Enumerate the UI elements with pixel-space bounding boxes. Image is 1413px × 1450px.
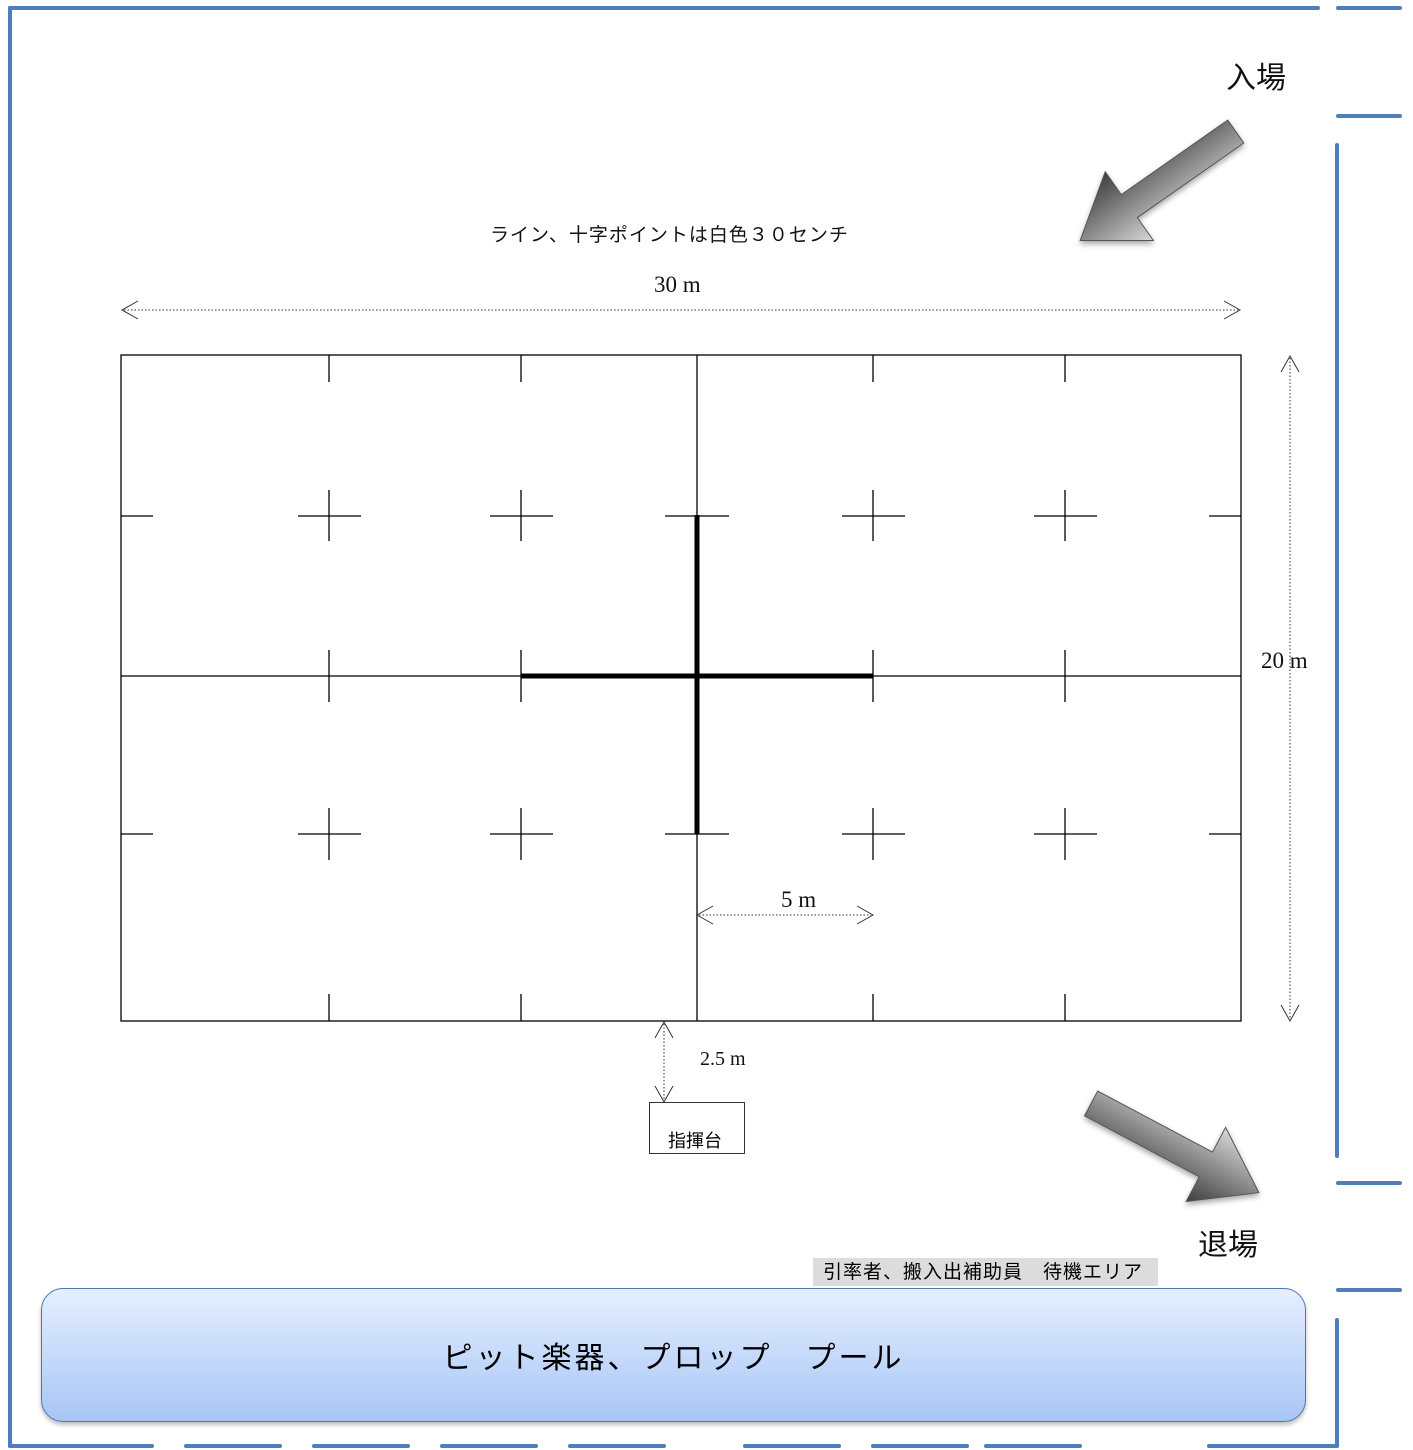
dim-grid-arrowhead-right: [856, 905, 875, 925]
dim-height-arrowhead-top: [1280, 354, 1300, 373]
entrance-arrow-icon: [1079, 119, 1245, 241]
center-cross: [521, 515, 873, 834]
dim-width-arrowhead-left: [120, 300, 139, 320]
venue-walls: [8, 6, 1402, 1448]
cross-points: [298, 490, 1097, 860]
dimension-arrows: [120, 300, 1300, 1104]
cross-point: [842, 490, 905, 541]
entrance-label: 入場: [1226, 61, 1286, 96]
dim-podium-arrowhead-top: [654, 1020, 674, 1039]
cross-point: [298, 490, 361, 541]
field: [120, 354, 1242, 1022]
width-dimension-label: 30 m: [654, 272, 701, 297]
cross-point: [1034, 808, 1097, 860]
pool-label: ピット楽器、プロップ プール: [442, 1341, 905, 1376]
cross-point: [298, 808, 361, 860]
cross-point: [490, 490, 553, 541]
grid-spacing-label: 5 m: [781, 887, 817, 912]
cross-point: [842, 808, 905, 860]
line-note: ライン、十字ポイントは白色３０センチ: [490, 224, 849, 246]
dim-grid-arrowhead-left: [695, 905, 714, 925]
cross-point: [490, 808, 553, 860]
field-boundary: [120, 354, 1242, 1022]
podium-label: 指揮台: [668, 1131, 722, 1152]
waiting-area-label: 引率者、搬入出補助員 待機エリア: [813, 1258, 1158, 1286]
pit-instrument-prop-pool: ピット楽器、プロップ プール: [41, 1288, 1306, 1422]
dim-height-arrowhead-bottom: [1280, 1004, 1300, 1023]
height-dimension-label: 20 m: [1261, 648, 1308, 673]
cross-point: [1034, 490, 1097, 541]
edge-ticks: [121, 355, 1241, 1021]
podium-distance-label: 2.5 m: [700, 1048, 746, 1070]
exit-arrow-icon: [1083, 1090, 1260, 1203]
exit-label: 退場: [1198, 1228, 1258, 1263]
dim-width-arrowhead-right: [1223, 300, 1242, 320]
conductor-podium: 指揮台: [649, 1102, 745, 1154]
